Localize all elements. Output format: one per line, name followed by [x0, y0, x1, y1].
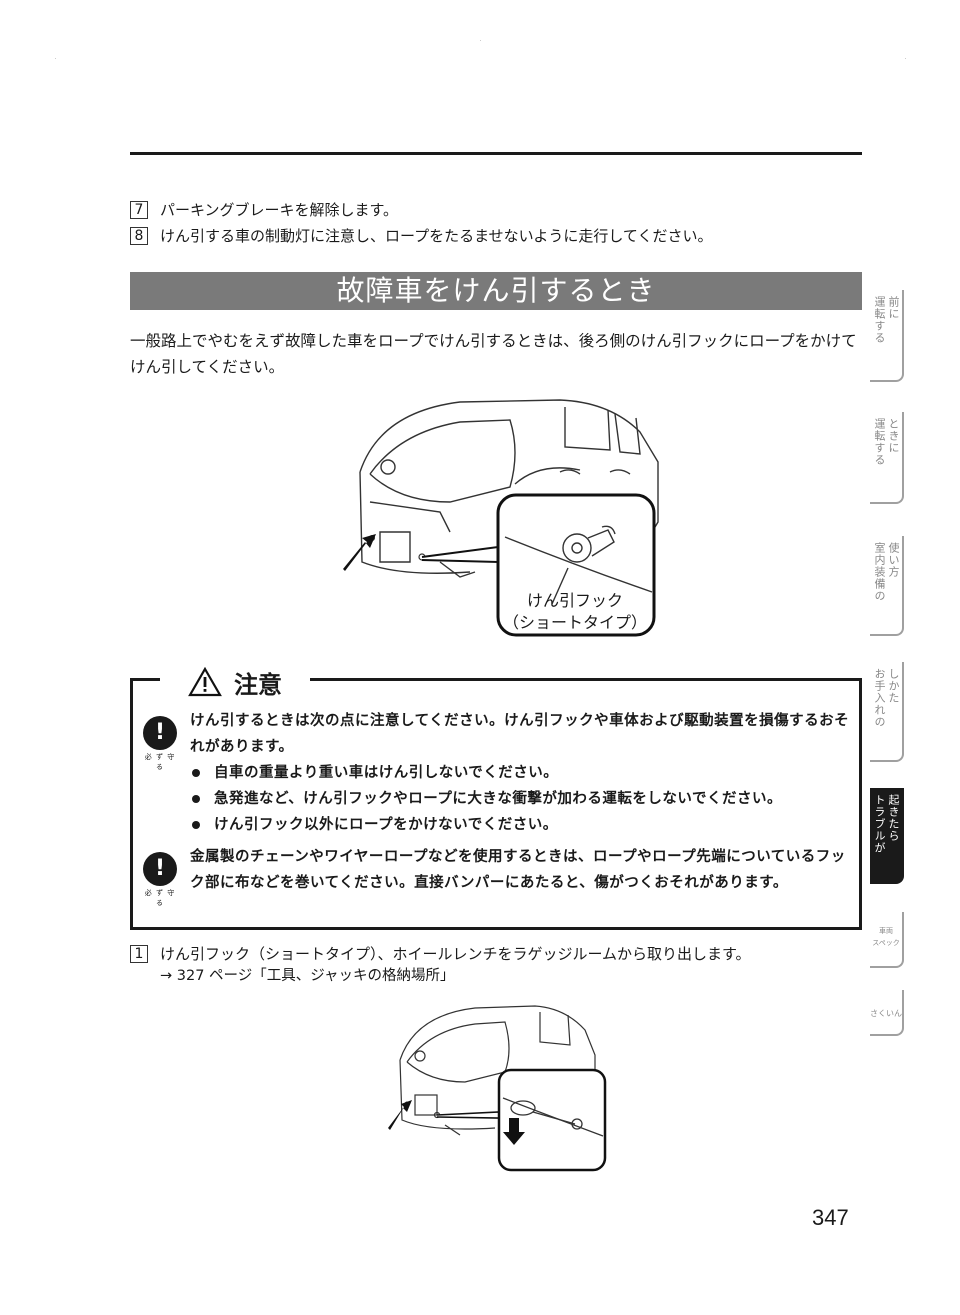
step-1: 1 けん引フック（ショートタイプ）、ホイールレンチをラゲッジルームから取り出しま… [130, 944, 751, 964]
callout-hook-label: けん引フック （ショートタイプ） [502, 591, 647, 632]
warning-triangle-icon [188, 667, 222, 697]
side-tab-before-driving[interactable]: 運転する前に [870, 290, 904, 382]
step-8: 8 けん引する車の制動灯に注意し、ロープをたるませないように走行してください。 [130, 226, 712, 246]
side-tab-while-driving[interactable]: 運転するときに [870, 412, 904, 504]
side-tab-specs[interactable]: 車両スペック [870, 912, 904, 968]
section-title: 故障車をけん引するとき [130, 272, 862, 310]
step-number: 1 [130, 945, 148, 963]
caution-title: 注意 [234, 670, 282, 699]
page-number: 347 [812, 1205, 849, 1230]
figure-car-rear-hook [343, 399, 659, 637]
caution-bullet: 急発進など、けん引フックやロープに大きな衝撃が加わる運転をしないでください。 [190, 786, 782, 812]
step-number: 8 [130, 227, 148, 245]
caution-bullet: けん引フック以外にロープをかけないでください。 [190, 812, 558, 838]
page-reference: → 327 ページ「工具、ジャッキの格納場所」 [160, 968, 455, 984]
intro-paragraph: 一般路上でやむをえず故障した車をロープでけん引するときは、後ろ側のけん引フックに… [130, 332, 857, 376]
step-7: 7 パーキングブレーキを解除します。 [130, 200, 398, 220]
step-text: けん引フック（ショートタイプ）、ホイールレンチをラゲッジルームから取り出します。 [160, 945, 751, 963]
step-number: 7 [130, 201, 148, 219]
caution-text-2: 金属製のチェーンやワイヤーロープなどを使用するときは、ロープやロープ先端について… [190, 849, 846, 891]
step-text: けん引する車の制動灯に注意し、ロープをたるませないように走行してください。 [160, 227, 713, 245]
bullet-dot [192, 795, 200, 803]
side-tab-interior[interactable]: 室内装備の使い方 [870, 536, 904, 636]
side-tab-index[interactable]: さくいん [870, 990, 904, 1036]
must-follow-icon: ! 必 ず 守 る [140, 716, 180, 772]
bullet-dot [192, 769, 200, 777]
caution-header: 注意 [160, 666, 310, 699]
caution-text-1: けん引するときは次の点に注意してください。けん引フックや車体および駆動装置を損傷… [190, 713, 850, 755]
step-text: パーキングブレーキを解除します。 [160, 201, 399, 219]
top-rule [130, 152, 862, 155]
must-follow-icon: ! 必 ず 守 る [140, 852, 180, 908]
caution-bullet: 自車の重量より重い車はけん引しないでください。 [190, 760, 558, 786]
figure-hook-removal [388, 1005, 607, 1172]
bullet-dot [192, 821, 200, 829]
side-tab-troubles[interactable]: トラブルが起きたら [870, 788, 904, 884]
caution-box [130, 678, 862, 930]
side-tab-maintenance[interactable]: お手入れのしかた [870, 662, 904, 762]
